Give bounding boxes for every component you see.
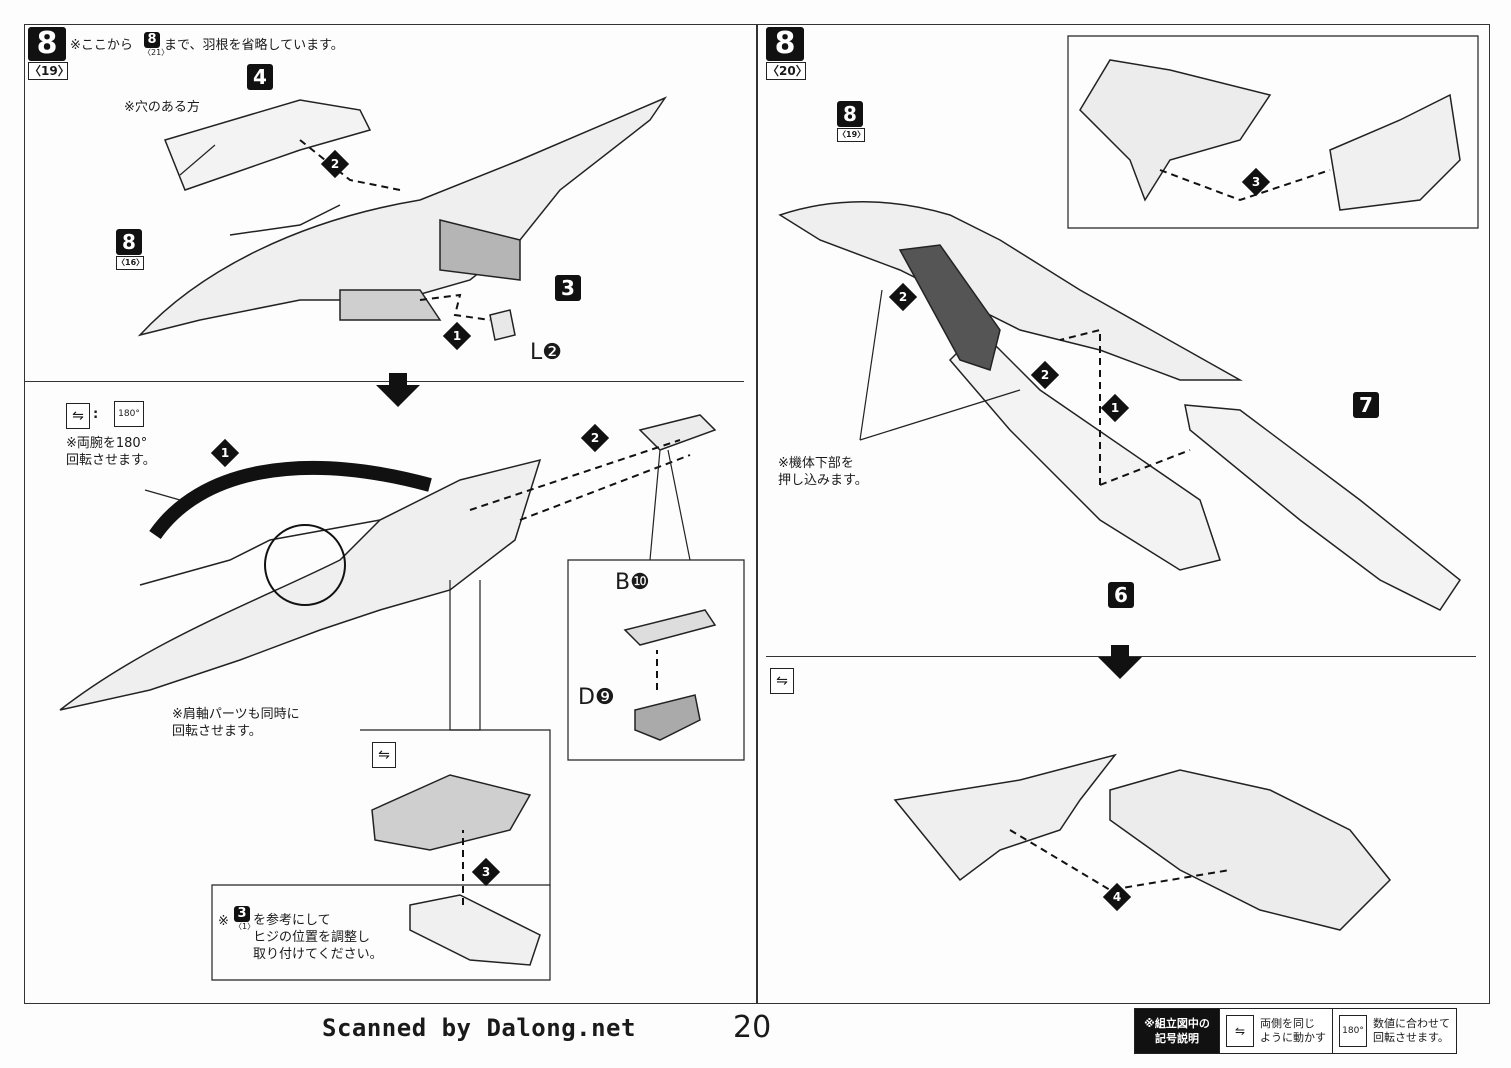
elbow-note-ref-sub: 〈1〉: [234, 922, 256, 931]
elbow-note: を参考にして ヒジの位置を調整し 取り付けてください。: [253, 913, 383, 962]
arrow-step-2: 2: [580, 423, 610, 453]
step-marker-1-right: 1: [1100, 393, 1130, 423]
ref-badge-8: 8: [116, 229, 142, 255]
arrow-step-1: 1: [210, 438, 240, 468]
omit-note-ref-num: 8: [144, 32, 160, 48]
sub-both-sides-icon: ⇋: [372, 742, 396, 768]
down-arrow-right: [1098, 645, 1142, 679]
ref-badge-8-sub: 〈16〉: [116, 256, 144, 270]
symbol-legend: ※組立図中の 記号説明 ⇋ 両側を同じ ように動かす 180° 数値に合わせて …: [1134, 1008, 1457, 1054]
right-ref-badge-8-sub: 〈19〉: [837, 128, 865, 142]
right-ref-badge-8: 8: [837, 101, 863, 127]
step-marker-2a: 2: [888, 282, 918, 312]
scanner-credit: Scanned by Dalong.net: [322, 1014, 636, 1042]
right-both-sides-icon: ⇋: [770, 668, 794, 694]
omit-note-ref-sub: 〈21〉: [143, 48, 170, 57]
part-badge-4: 4: [247, 64, 273, 90]
step-marker-2: 2: [320, 149, 350, 179]
shoulder-note: ※肩軸パーツも同時に 回転させます。: [172, 707, 300, 739]
elbow-note-mark: ※: [218, 914, 229, 929]
left-section-divider: [24, 381, 744, 383]
elbow-note-ref: 3: [234, 906, 250, 922]
center-divider: [756, 24, 758, 1004]
left-step-ref: 〈19〉: [28, 62, 70, 80]
step-marker-4: 4: [1102, 882, 1132, 912]
legend-both-sides-text: 両側を同じ ように動かす: [1260, 1017, 1326, 1044]
push-note: ※機体下部を 押し込みます。: [778, 456, 868, 488]
part-label-B10: B❿: [615, 570, 650, 595]
both-sides-legend-icon: ⇋: [1226, 1015, 1254, 1047]
hole-note: ※穴のある方: [124, 100, 200, 115]
legend-rotate-text: 数値に合わせて 回転させます。: [1373, 1017, 1450, 1044]
part-badge-3: 3: [555, 275, 581, 301]
part-badge-7: 7: [1353, 392, 1379, 418]
rotate-arms-note: ※両腕を180° 回転させます。: [66, 436, 156, 468]
left-step-number: 8: [28, 27, 66, 61]
legend-item-both-sides: ⇋ 両側を同じ ように動かす: [1219, 1009, 1332, 1053]
part-badge-6: 6: [1108, 582, 1134, 608]
step-marker-1: 1: [442, 321, 472, 351]
omit-note-prefix: ※ここから: [70, 38, 133, 53]
legend-item-rotate: 180° 数値に合わせて 回転させます。: [1332, 1009, 1456, 1053]
legend-header: ※組立図中の 記号説明: [1135, 1009, 1219, 1053]
rotate-180-icon: 180°: [114, 401, 144, 427]
inset-step-marker-3: 3: [1241, 167, 1271, 197]
step-marker-2b: 2: [1030, 360, 1060, 390]
symbol-separator: :: [93, 407, 99, 422]
right-step-ref: 〈20〉: [766, 62, 808, 80]
part-label-D9: D❾: [578, 685, 615, 710]
page-number: 20: [733, 1010, 772, 1045]
right-step-number: 8: [766, 27, 804, 61]
down-arrow-left: [376, 373, 420, 407]
omit-note-suffix: まで、羽根を省略しています。: [164, 38, 344, 53]
both-sides-icon: ⇋: [66, 403, 90, 429]
sub-step-marker-3: 3: [471, 857, 501, 887]
rotate-legend-icon: 180°: [1339, 1015, 1367, 1047]
part-label-L2: L❷: [530, 340, 562, 365]
